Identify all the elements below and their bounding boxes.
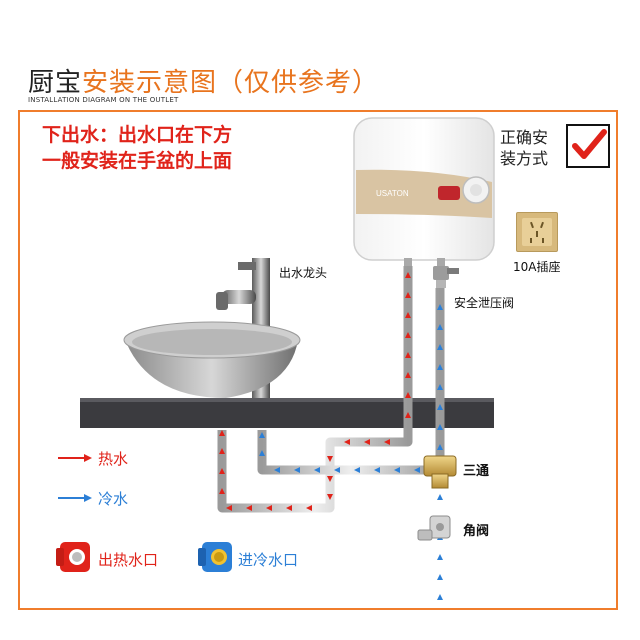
tee-label: 三通 xyxy=(463,464,490,479)
diagram-frame xyxy=(18,110,618,610)
faucet-label: 出水龙头 xyxy=(279,266,328,280)
legend-cold-arrow xyxy=(58,494,92,502)
title-main: 安装示意图（仅供参考） xyxy=(82,68,380,98)
heater-brand: USATON xyxy=(376,189,409,198)
legend-hot-label: 热水 xyxy=(98,450,129,468)
wall-socket xyxy=(516,212,558,252)
cold-inlet-label: 进冷水口 xyxy=(238,551,299,569)
angle-valve-label: 角阀 xyxy=(463,524,490,539)
check-icon xyxy=(572,129,607,159)
correct-check-box xyxy=(566,124,610,168)
socket-face xyxy=(522,218,552,246)
legend-cold-label: 冷水 xyxy=(98,490,129,508)
page-subtitle: INSTALLATION DIAGRAM ON THE OUTLET xyxy=(28,96,179,104)
notice-line-1: 下出水：出水口在下方 xyxy=(42,124,233,146)
notice-line-2: 一般安装在手盆的上面 xyxy=(42,150,233,172)
socket-label: 10A插座 xyxy=(513,260,561,274)
water-heater: USATON xyxy=(353,117,495,268)
safety-valve-label: 安全泄压阀 xyxy=(454,296,515,310)
correct-install-line-2: 装方式 xyxy=(500,149,549,168)
counter-top xyxy=(80,398,494,428)
hot-outlet-label: 出热水口 xyxy=(98,551,159,569)
legend-hot-arrow xyxy=(58,454,92,462)
tee-fitting xyxy=(423,455,457,489)
safety-valve xyxy=(433,266,459,288)
hot-water-flow xyxy=(219,272,411,511)
correct-install-line-1: 正确安 xyxy=(500,128,549,147)
wash-basin xyxy=(123,321,301,398)
socket-holes-icon xyxy=(530,221,544,243)
title-prefix: 厨宝 xyxy=(28,68,83,98)
angle-valve xyxy=(417,515,451,541)
page-title: 厨宝安装示意图（仅供参考） xyxy=(28,62,379,99)
cold-inlet-icon xyxy=(198,542,232,572)
hot-outlet-icon xyxy=(56,542,90,572)
